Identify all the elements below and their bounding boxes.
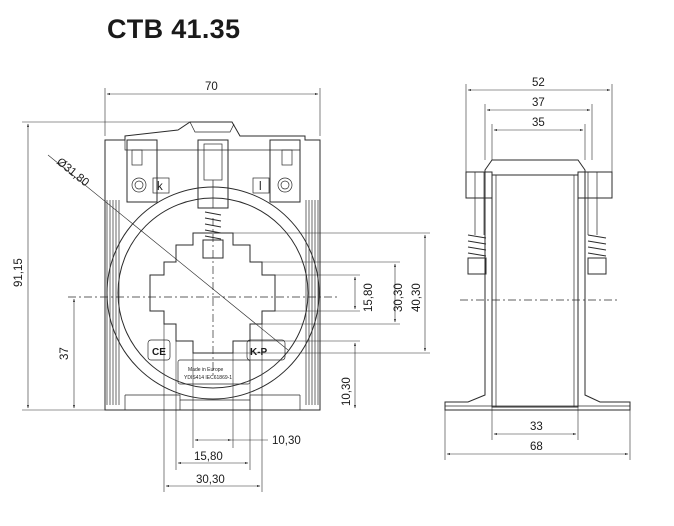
dim-side-37: 37 — [532, 97, 545, 109]
dim-width-70: 70 — [205, 81, 218, 93]
dim-side-52: 52 — [532, 77, 545, 89]
terminal-right: l — [252, 139, 301, 203]
nameplate-line2: YDIS414 IEC61869-1 — [184, 375, 232, 381]
front-view: k l Ø31,80 CE — [13, 81, 430, 492]
kp-mark: K-P — [250, 347, 268, 358]
dim-10-30-horizontal: 10,30 — [272, 435, 301, 447]
dim-height-91-15: 91,15 — [13, 258, 25, 287]
window-inner-circle — [117, 197, 309, 389]
side-spring-right — [587, 234, 607, 257]
dim-30-30-horizontal: 30,30 — [196, 474, 225, 486]
dim-side-68: 68 — [530, 441, 543, 453]
side-spring-left — [467, 234, 487, 257]
terminal-l-label: l — [259, 181, 262, 193]
side-base — [444, 159, 631, 411]
cross-aperture — [149, 232, 276, 354]
page-title: CTB 41.35 — [107, 14, 241, 44]
dim-30-30-vertical: 30,30 — [393, 283, 405, 312]
terminal-left: k — [126, 139, 170, 203]
dim-10-30-vertical: 10,30 — [341, 377, 353, 406]
window-outer-circle — [106, 186, 320, 400]
nameplate-line1: Made in Europe — [188, 367, 224, 373]
housing-outline — [104, 121, 321, 411]
ce-mark: CE — [152, 347, 166, 358]
dim-side-33: 33 — [530, 421, 543, 433]
diameter-label: Ø31,80 — [54, 156, 91, 189]
dim-15-80-vertical: 15,80 — [363, 283, 375, 312]
dim-40-30-vertical: 40,30 — [411, 283, 423, 312]
left-ribs — [106, 200, 120, 405]
dim-side-35: 35 — [532, 117, 545, 129]
side-view: 52 37 35 33 68 — [444, 77, 631, 460]
terminal-k-label: k — [157, 181, 163, 193]
right-ribs — [305, 200, 319, 405]
dim-center-37: 37 — [59, 347, 71, 360]
dim-15-80-horizontal: 15,80 — [194, 451, 223, 463]
side-core — [491, 174, 579, 408]
